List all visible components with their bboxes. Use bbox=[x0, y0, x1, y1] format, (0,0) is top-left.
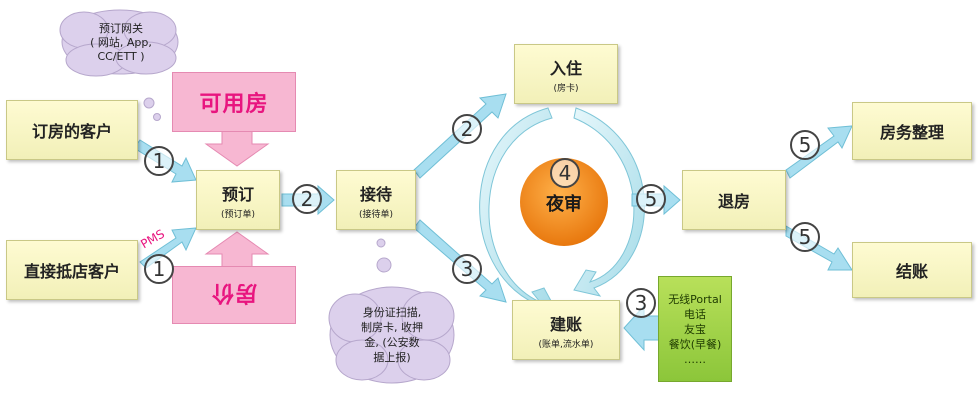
step-3-billing: 3 bbox=[452, 254, 482, 284]
billing-box: 建账 (账单,流水单) bbox=[512, 300, 620, 360]
reservation-sub: (预订单) bbox=[220, 209, 256, 220]
pink-arrow-down bbox=[204, 129, 270, 167]
room-rate-box: 房价 bbox=[172, 266, 296, 324]
step-5-checkout: 5 bbox=[636, 184, 666, 214]
audit-ring-right-arrow bbox=[573, 107, 645, 297]
step-3-sources: 3 bbox=[626, 288, 656, 318]
walkin-customer-label: 直接抵店客户 bbox=[23, 262, 120, 281]
reception-sub: (接待单) bbox=[358, 209, 394, 220]
reservation-box: 预订 (预订单) bbox=[196, 170, 280, 230]
registration-cloud: 身份证扫描, 制房卡, 收押 金, (公安数 据上报) bbox=[361, 306, 423, 364]
billing-source-item: 餐饮(早餐) bbox=[668, 337, 722, 351]
housekeeping-box: 房务整理 bbox=[852, 102, 972, 160]
billing-source-item: …… bbox=[684, 352, 706, 366]
checkin-title: 入住 bbox=[549, 58, 582, 78]
reservation-title: 预订 bbox=[221, 184, 254, 204]
registration-cloud-shape bbox=[328, 238, 455, 384]
night-audit-circle bbox=[520, 158, 608, 246]
step-5-settlement: 5 bbox=[790, 222, 820, 252]
checkin-sub: (房卡) bbox=[553, 83, 579, 94]
checkout-title: 退房 bbox=[717, 192, 750, 211]
booking-customer-label: 订房的客户 bbox=[31, 122, 112, 141]
step-4-audit: 4 bbox=[550, 158, 580, 188]
housekeeping-title: 房务整理 bbox=[879, 123, 944, 142]
arrow-checkout-to-housekeeping bbox=[785, 125, 853, 179]
walkin-customer-box: 直接抵店客户 bbox=[6, 240, 138, 300]
step-1-booking: 1 bbox=[144, 146, 174, 176]
step-1-walkin: 1 bbox=[144, 254, 174, 284]
checkout-box: 退房 bbox=[682, 170, 786, 230]
billing-sources-box: 无线Portal 电话 友宝 餐饮(早餐) …… bbox=[658, 276, 732, 382]
step-2-reception: 2 bbox=[292, 184, 322, 214]
settlement-box: 结账 bbox=[852, 242, 972, 298]
gateway-cloud: 预订网关 ( 网站, App, CC/ETT ) bbox=[90, 22, 152, 63]
billing-source-item: 电话 bbox=[684, 307, 706, 321]
pink-arrow-up bbox=[204, 231, 270, 271]
night-audit-label: 夜审 bbox=[546, 194, 582, 215]
checkin-box: 入住 (房卡) bbox=[514, 44, 618, 104]
reception-box: 接待 (接待单) bbox=[336, 170, 416, 230]
billing-source-item: 无线Portal bbox=[668, 292, 722, 306]
reception-title: 接待 bbox=[359, 184, 392, 204]
gateway-cloud-shape bbox=[59, 9, 179, 121]
available-rooms-box: 可用房 bbox=[172, 72, 296, 132]
room-rate-label: 房价 bbox=[210, 280, 257, 305]
billing-sub: (账单,流水单) bbox=[538, 339, 594, 350]
billing-title: 建账 bbox=[549, 314, 582, 334]
booking-customer-box: 订房的客户 bbox=[6, 100, 138, 160]
billing-source-item: 友宝 bbox=[684, 322, 706, 336]
step-5-housekeeping: 5 bbox=[790, 130, 820, 160]
step-2-checkin: 2 bbox=[452, 114, 482, 144]
settlement-title: 结账 bbox=[895, 262, 928, 281]
